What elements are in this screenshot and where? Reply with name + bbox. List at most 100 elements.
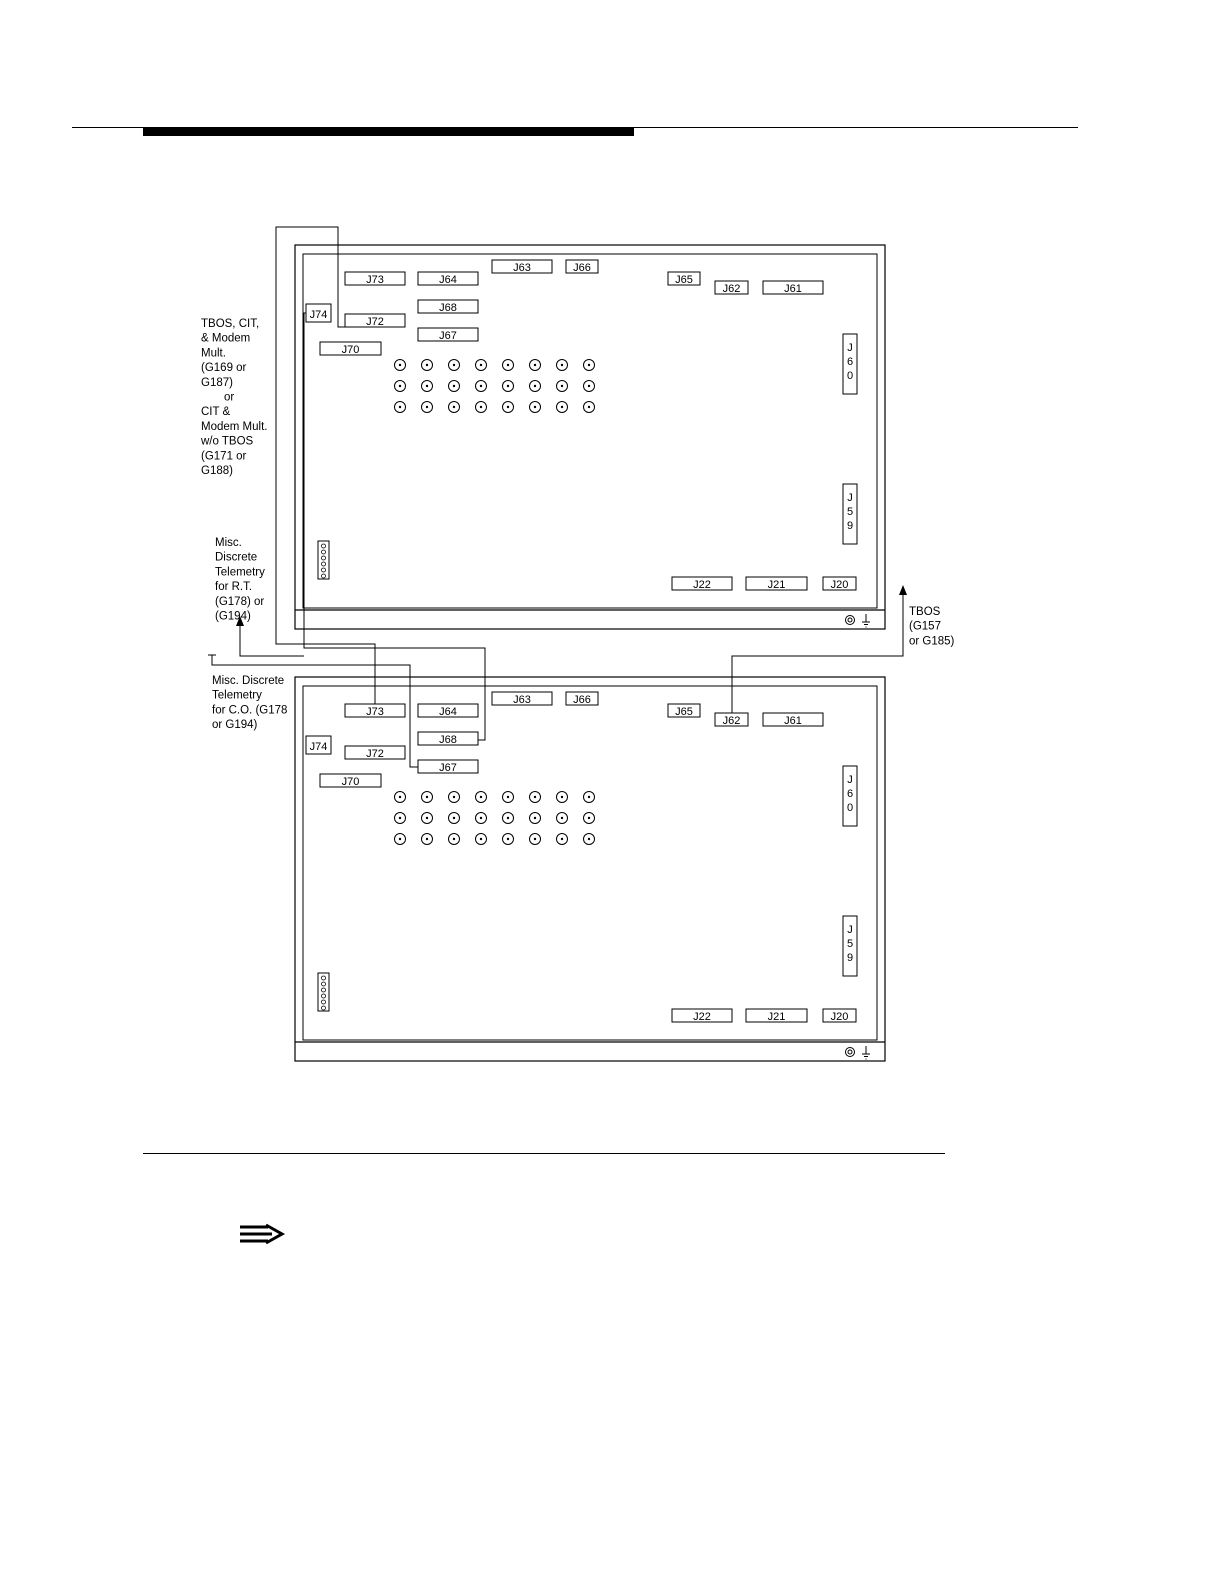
connector-label-j73: J73	[366, 706, 384, 718]
contact-circle	[421, 812, 433, 824]
contact-circle	[556, 380, 568, 392]
connector-label-j60-char: 0	[847, 802, 853, 814]
connector-label-j65: J65	[675, 706, 693, 718]
contact-circle	[475, 380, 487, 392]
contact-dot	[452, 816, 456, 820]
connector-j74	[305, 735, 332, 755]
connector-j61	[762, 280, 824, 295]
connector-j65	[667, 703, 701, 718]
contact-circle	[583, 401, 595, 413]
contact-circle	[502, 380, 514, 392]
contact-dot	[425, 363, 429, 367]
contact-circle	[502, 401, 514, 413]
contact-dot	[425, 384, 429, 388]
label-tbos-cit-modem: Mult.	[201, 347, 226, 359]
label-co-telemetry: Misc. Discrete	[212, 675, 284, 687]
contact-dot	[425, 837, 429, 841]
connector-j59	[842, 483, 858, 545]
contact-circle	[556, 401, 568, 413]
cable-top-j72-to-bottom-j73	[275, 226, 376, 704]
connector-label-j61: J61	[784, 715, 802, 727]
connector-label-j70: J70	[342, 776, 360, 788]
contact-dot	[587, 816, 591, 820]
connector-j66	[565, 691, 599, 706]
contact-circle	[529, 359, 541, 371]
connector-label-j65: J65	[675, 274, 693, 286]
connector-j21	[745, 1008, 808, 1023]
contact-dot	[587, 405, 591, 409]
contact-dot	[398, 405, 402, 409]
connector-label-j62: J62	[723, 283, 741, 295]
contact-dot	[506, 816, 510, 820]
contact-circle	[583, 833, 595, 845]
contact-circle	[529, 791, 541, 803]
label-tbos-cit-modem: Modem Mult.	[201, 421, 267, 433]
label-tbos-right: (G157	[909, 621, 941, 633]
contact-dot	[479, 795, 483, 799]
connector-label-j74: J74	[310, 741, 328, 753]
screw-icon	[845, 615, 855, 625]
terminal-pin	[321, 999, 326, 1005]
contact-circle	[448, 812, 460, 824]
contact-dot	[533, 405, 537, 409]
screw-icon	[845, 1047, 855, 1057]
connector-label-j60-char: 0	[847, 370, 853, 382]
connector-label-j60-char: J	[847, 342, 853, 354]
contact-circle	[583, 380, 595, 392]
connector-label-j22: J22	[693, 579, 711, 591]
connector-label-j67: J67	[439, 330, 457, 342]
contact-circle	[502, 833, 514, 845]
connector-label-j21: J21	[768, 1011, 786, 1023]
contact-dot	[425, 816, 429, 820]
connector-j72	[344, 745, 406, 760]
contact-circle	[448, 359, 460, 371]
terminal-pin	[321, 561, 326, 567]
contact-circle	[394, 812, 406, 824]
connector-label-j61: J61	[784, 283, 802, 295]
contact-dot	[398, 384, 402, 388]
connector-label-j59-char: 5	[847, 938, 853, 950]
contact-circle	[394, 380, 406, 392]
contact-dot	[398, 795, 402, 799]
connector-j68	[417, 299, 479, 314]
contact-circle	[448, 380, 460, 392]
contact-circle	[394, 359, 406, 371]
connector-label-j21: J21	[768, 579, 786, 591]
connector-j68	[417, 731, 479, 746]
contact-circle	[475, 359, 487, 371]
terminal-pin	[321, 1005, 326, 1011]
contact-circle	[421, 791, 433, 803]
contact-circle	[421, 833, 433, 845]
contact-circle	[583, 359, 595, 371]
connector-label-j64: J64	[439, 706, 457, 718]
terminal-pin	[321, 567, 326, 573]
label-rt-telemetry: (G178) or	[215, 596, 264, 608]
contact-dot	[506, 363, 510, 367]
label-tbos-cit-modem: G187)	[201, 377, 233, 389]
connector-label-j20: J20	[831, 1011, 849, 1023]
contact-circle	[556, 812, 568, 824]
connector-label-j60-char: 6	[847, 788, 853, 800]
contact-dot	[587, 384, 591, 388]
connector-j22	[671, 1008, 733, 1023]
contact-dot	[425, 795, 429, 799]
connector-label-j59-char: J	[847, 924, 853, 936]
label-tbos-cit-modem: or	[224, 392, 234, 404]
connector-label-j59-char: 5	[847, 506, 853, 518]
connector-j59	[842, 915, 858, 977]
terminal-pin	[321, 555, 326, 561]
connector-j64	[417, 703, 479, 718]
contact-dot	[506, 384, 510, 388]
shelf-outer-frame	[294, 676, 886, 1062]
ground-symbol-icon	[862, 1046, 870, 1060]
label-co-telemetry: or G194)	[212, 719, 258, 731]
connector-label-j73: J73	[366, 274, 384, 286]
connector-j66	[565, 259, 599, 274]
contact-circle	[448, 833, 460, 845]
label-tbos-right: or G185)	[909, 635, 955, 647]
contact-dot	[479, 837, 483, 841]
contact-circle	[529, 833, 541, 845]
connector-j64	[417, 271, 479, 286]
connector-label-j67: J67	[439, 762, 457, 774]
